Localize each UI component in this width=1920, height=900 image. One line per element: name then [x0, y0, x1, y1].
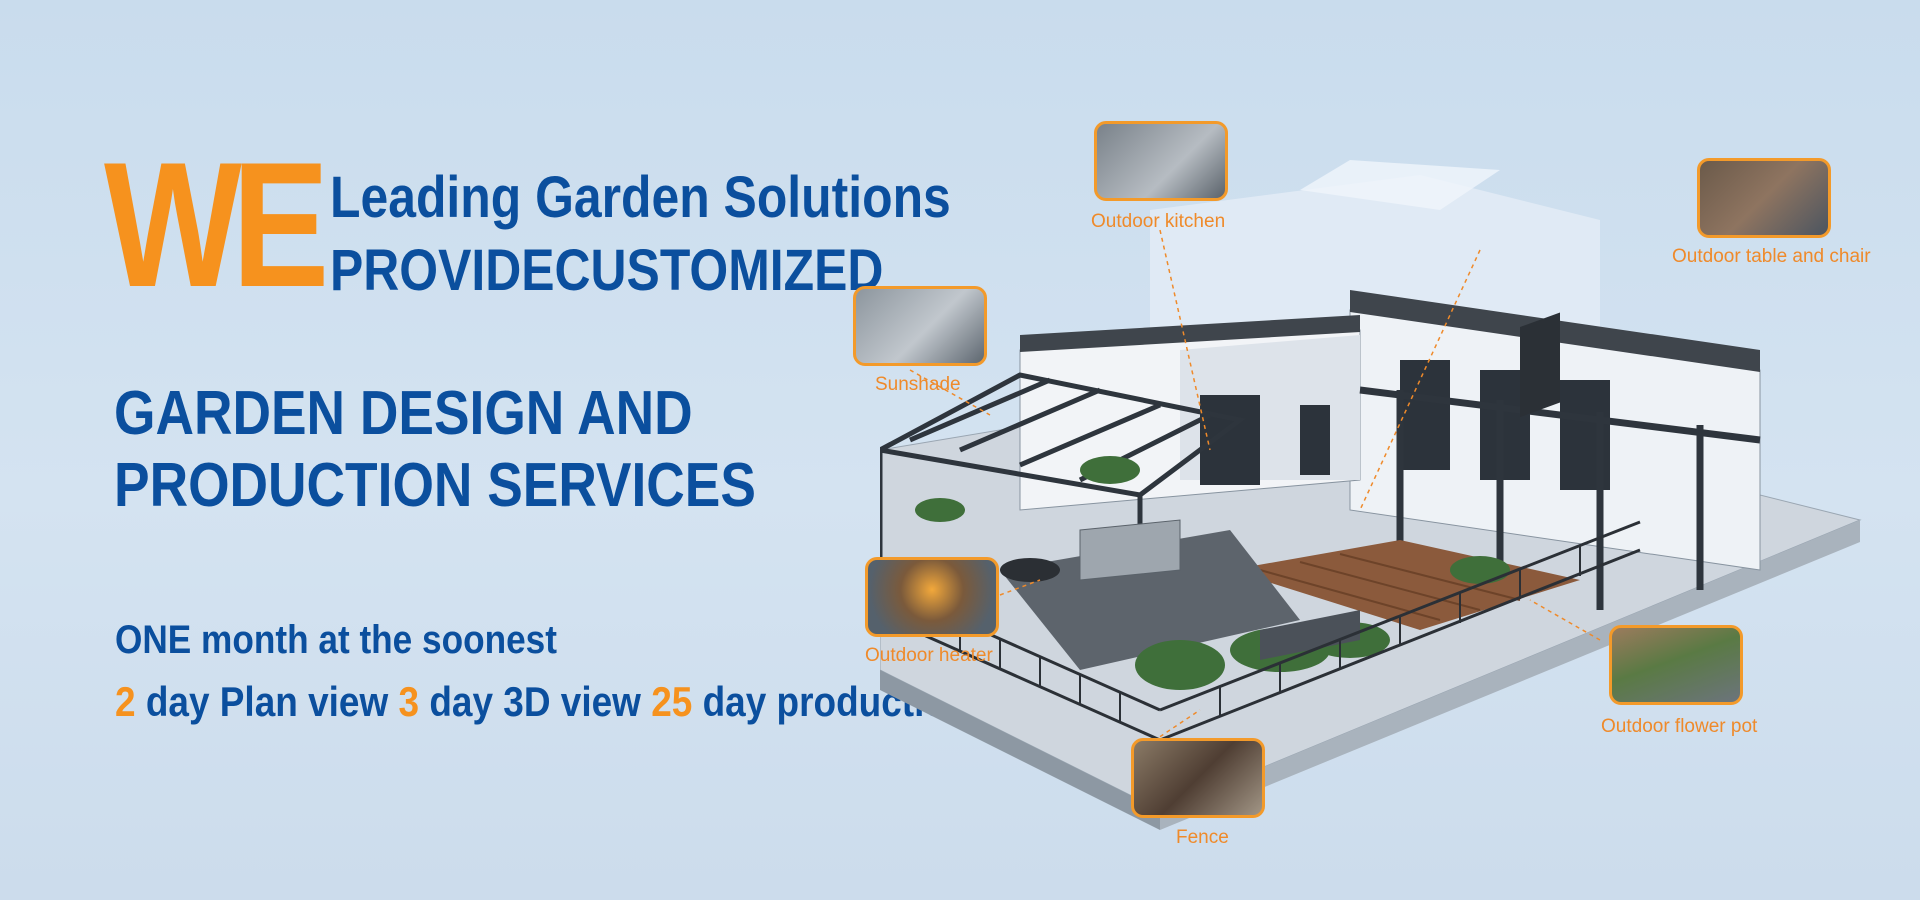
view3d-days-text: day 3D view	[419, 678, 652, 725]
hero-schedule: 2 day Plan view 3 day 3D view 25 day pro…	[115, 678, 970, 726]
services-line-2: PRODUCTION SERVICES	[114, 451, 756, 520]
outdoor-heater-label: Outdoor heater	[865, 645, 993, 666]
outdoor-kitchen-label: Outdoor kitchen	[1091, 211, 1226, 232]
hero-services-heading: GARDEN DESIGN AND PRODUCTION SERVICES	[114, 378, 756, 522]
garden-house-illustration	[880, 160, 1862, 830]
fence-thumbnail	[1131, 738, 1265, 818]
outdoor-heater-thumbnail	[865, 557, 999, 637]
view3d-days-number: 3	[398, 678, 420, 725]
production-days-number: 25	[651, 678, 693, 725]
outdoor-table-thumbnail	[1697, 158, 1831, 238]
plan-days-text: day Plan view	[135, 678, 399, 725]
outdoor-kitchen-thumbnail	[1094, 121, 1228, 201]
hero-lead-line-1: Leading Garden Solutions	[330, 165, 951, 230]
outdoor-table-label: Outdoor table and chair	[1672, 246, 1871, 267]
hero-month-text: ONE month at the soonest	[115, 618, 557, 662]
sunshade-label: Sunshade	[875, 374, 961, 395]
outdoor-flower-pot-label: Outdoor flower pot	[1601, 716, 1758, 737]
services-line-1: GARDEN DESIGN AND	[114, 379, 693, 448]
hero-we-text: WE	[104, 125, 329, 324]
hero-lead-line-2: PROVIDECUSTOMIZED	[330, 238, 884, 303]
sunshade-thumbnail	[853, 286, 987, 366]
plan-days-number: 2	[115, 678, 136, 725]
outdoor-flower-pot-thumbnail	[1609, 625, 1743, 705]
fence-label: Fence	[1176, 827, 1229, 848]
